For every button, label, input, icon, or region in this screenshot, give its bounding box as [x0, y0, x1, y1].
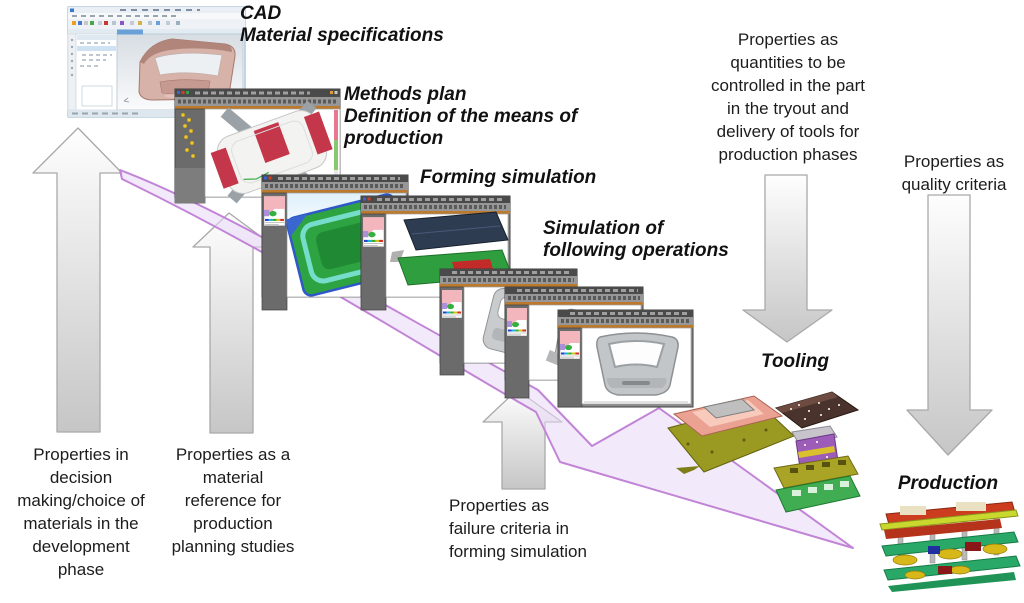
cad-toolbar-icons	[72, 21, 180, 25]
process-arrows	[32, 127, 993, 490]
window-cad	[67, 6, 246, 118]
methods-title-bar	[175, 89, 340, 97]
methods-die-model	[210, 100, 333, 204]
cad-resource-strip	[67, 33, 77, 111]
final-trunk-model	[596, 332, 679, 396]
up-arrow-decision	[32, 127, 123, 433]
note-decision-phase: Properties in decision making/choice of …	[17, 445, 145, 579]
down-arrow-tooling	[742, 174, 833, 343]
note-material-reference: Properties as a material reference for p…	[171, 445, 295, 556]
tooling-die-upper	[774, 391, 860, 429]
methods-tree-nodes	[180, 112, 196, 159]
stage-label-following-operations: Simulation of following operations	[543, 218, 729, 261]
window-final-part	[557, 309, 694, 408]
tooling-die-base	[773, 455, 859, 489]
note-tryout-control: Properties as quantities to be controlle…	[710, 30, 866, 164]
tooling-die-lower	[667, 395, 795, 474]
down-arrow-production	[906, 194, 993, 456]
fld-thumbnail	[442, 290, 462, 318]
stage-label-forming-simulation: Forming simulation	[420, 167, 597, 188]
cad-status-bar	[68, 110, 245, 117]
note-failure-criteria: Properties as failure criteria in formin…	[449, 496, 587, 561]
tooling-dies	[667, 391, 861, 513]
production-press-line	[879, 501, 1021, 592]
fld-thumbnail	[560, 331, 580, 359]
cad-trunk-lid-model	[138, 38, 236, 101]
window-methods-plan	[174, 88, 341, 204]
stage-label-production: Production	[897, 473, 999, 494]
press-die-cushions	[892, 543, 1008, 566]
note-quality-criteria: Properties as quality criteria	[901, 152, 1007, 194]
stage-label-tooling: Tooling	[761, 351, 829, 372]
methods-toolbar	[175, 97, 340, 106]
stage-label-cad: CAD Material specifications	[240, 3, 444, 46]
fld-thumbnail	[264, 196, 285, 226]
tooling-die-bolster	[775, 475, 861, 513]
stage-label-methods-plan: Methods plan Definition of the means of …	[344, 84, 578, 149]
fld-thumbnail	[507, 308, 527, 336]
tooling-die-cam	[791, 425, 839, 469]
fld-thumbnail	[363, 217, 384, 247]
